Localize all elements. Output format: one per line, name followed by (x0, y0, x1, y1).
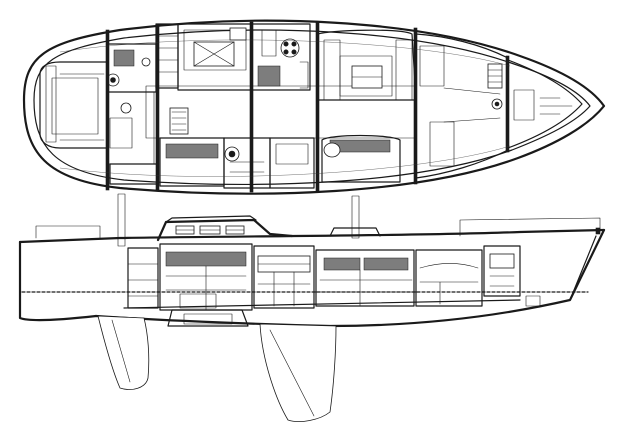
profile-sheer-line (18, 228, 606, 244)
plan-cockpit (39, 61, 133, 149)
profile-rudder (97, 315, 150, 390)
plan-view (22, 19, 606, 195)
profile-main-mast (351, 195, 360, 239)
plan-chain-locker (491, 59, 583, 149)
profile-doghouse (156, 215, 294, 242)
plan-aft-cabin (107, 43, 159, 185)
plan-port-settee (159, 137, 315, 189)
plan-bulkheads (105, 21, 510, 193)
profile-interior (127, 243, 521, 311)
plan-hull-outline (22, 19, 606, 195)
plan-saloon (317, 29, 417, 183)
plan-head-compartment (251, 23, 311, 91)
plan-galley (177, 23, 253, 91)
profile-mizzen-mast (117, 193, 126, 247)
plan-deck-edge (33, 29, 591, 185)
profile-keel (259, 323, 337, 422)
profile-view (18, 193, 606, 422)
plan-companionway (155, 23, 189, 135)
profile-engine (167, 309, 249, 327)
profile-transom (18, 240, 98, 322)
